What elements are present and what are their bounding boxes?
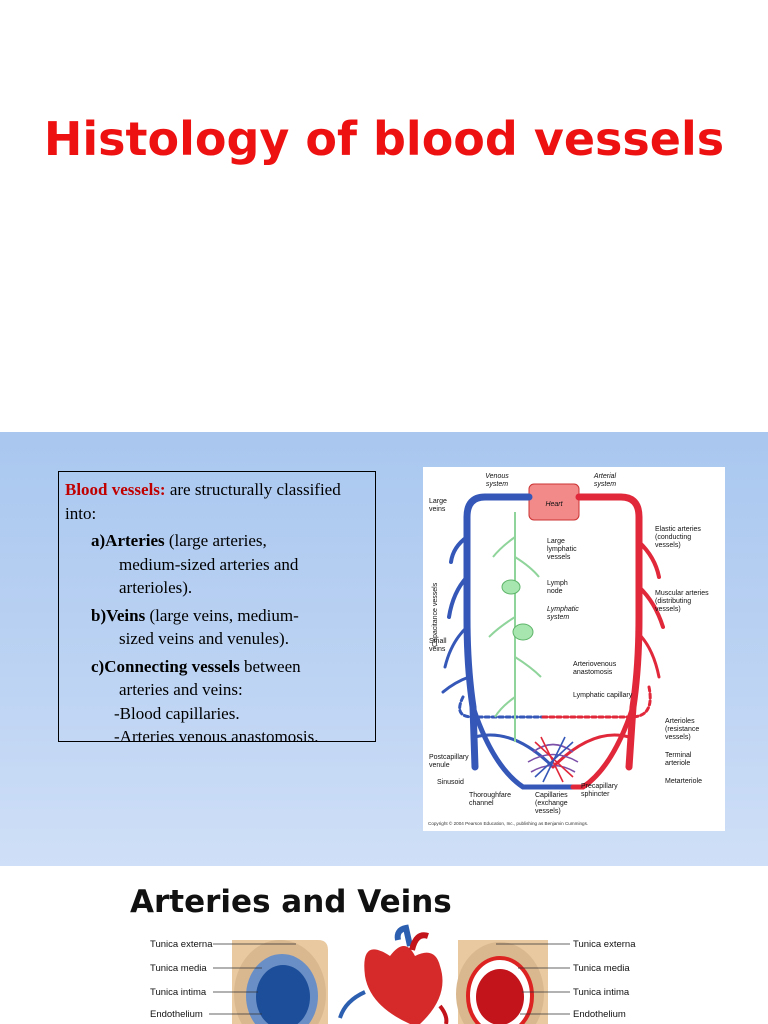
large-lymphatic-label-3: vessels [547,554,571,561]
vessel-crosssection-svg: Tunica externa Tunica media Tunica intim… [150,924,636,1024]
venous-system-label-2: system [486,481,508,488]
veins-label: b) [91,605,107,625]
right-label-externa: Tunica externa [573,939,636,950]
arteries-continued: medium-sized arteries and arterioles). [119,554,299,598]
arteries-text: (large arteries, [164,531,267,550]
heart-label: Heart [545,501,563,508]
connecting-label: c) [91,656,105,676]
left-label-intima: Tunica intima [150,987,207,998]
circulation-svg: Heart [428,473,709,826]
heart-vessel-red [409,932,429,951]
lymph-node-shape [512,623,534,641]
left-label-externa: Tunica externa [150,939,213,950]
intro-text: are structurally classified into: [65,480,341,523]
arteries-veins-slide: Arteries and Veins Tunica externa Tuni [0,866,768,1024]
arrow-to-vein [438,1004,449,1024]
postcapillary-label-2: venule [429,762,450,769]
large-veins-label-2: veins [429,506,446,513]
lymph-node-label-2: node [547,588,563,595]
capillary-bed [527,736,579,783]
elastic-arteries-label-1: Elastic arteries [655,526,701,533]
right-label-intima: Tunica intima [573,987,630,998]
small-veins-label-1: Small [429,638,447,645]
bullet-capillaries: ‑Blood capillaries. [114,703,240,723]
left-label-endothelium: Endothelium [150,1009,203,1020]
av-anastomosis-label-2: anastomosis [573,669,613,676]
title-slide: Histology of blood vessels [0,0,768,432]
sinusoid-label: Sinusoid [437,779,464,786]
lymphatic-system-label-2: system [547,614,569,621]
heart-shape [528,483,580,521]
elastic-arteries-label-3: vessels) [655,542,681,549]
lymphatic-system-label-1: Lymphatic [547,606,579,613]
veins-continued: sized veins and venules). [119,629,289,648]
av-anastomosis-label-1: Arteriovenous [573,661,617,668]
intro-paragraph: Blood vessels: are structurally classifi… [65,478,369,525]
intro-bold: Blood vessels: [65,480,166,499]
precapillary-label-1: Precapillary [581,783,618,790]
large-lymphatic-label-2: lymphatic [547,546,577,553]
bullet-text: Blood capillaries. [119,703,240,723]
metarteriole-label: Metarteriole [665,778,702,785]
copyright-text: Copyright © 2004 Pearson Education, Inc.… [428,820,588,826]
arterioles-label-3: vessels) [665,734,691,741]
classification-textbox: Blood vessels: are structurally classifi… [58,471,376,746]
arterial-system-label-1: Arterial [593,473,617,480]
elastic-arteries-label-2: (conducting [655,534,691,541]
large-lymphatic-label-1: Large [547,538,565,545]
capillaries-label-2: (exchange [535,800,568,807]
bullet-anastomosis: ‑Arteries venous anastomosis. [114,727,319,746]
arteries-label: a) [91,531,106,550]
small-veins-label-2: veins [429,646,446,653]
connecting-item: c)Connecting vessels between [65,655,369,679]
heart-vessel-blue [394,924,413,947]
arteries-bold: Arteries [105,531,165,550]
heart-icon [364,946,443,1024]
lymph-node-shape [501,579,521,595]
right-label-media: Tunica media [573,963,630,974]
connecting-bold: Connecting vessels [104,656,240,676]
slide-title: Histology of blood vessels [43,112,725,166]
large-veins-label-1: Large [429,498,447,505]
circulation-diagram: Heart [423,467,725,831]
precapillary-label-2: sphincter [581,791,610,798]
arterial-system-label-2: system [594,481,616,488]
vein-lumen [476,969,524,1024]
connecting-text: between [239,656,301,676]
artery-lumen [256,965,310,1024]
classification-slide: Blood vessels: are structurally classifi… [0,432,768,866]
terminal-arteriole-label-1: Terminal [665,752,692,759]
muscular-arteries-label-2: (distributing [655,598,691,605]
postcapillary-label-1: Postcapillary [429,754,469,761]
thoroughfare-label-1: Thoroughfare [469,792,511,799]
slide3-title: Arteries and Veins [130,884,452,920]
veins-text: (large veins, medium- [145,605,299,625]
muscular-arteries-label-1: Muscular arteries [655,590,709,597]
arterioles-label-2: (resistance [665,726,699,733]
lymph-node-label-1: Lymph [547,580,568,587]
terminal-arteriole-label-2: arteriole [665,760,690,767]
capillaries-label-1: Capillaries [535,792,568,799]
arterioles-label-1: Arterioles [665,718,695,725]
venous-system-label-1: Venous [485,473,509,480]
bullet-text: Arteries venous anastomosis. [119,727,319,746]
label-leaders [209,943,570,1015]
arterial-vessels [541,493,665,790]
connecting-continued: arteries and veins: [119,680,243,699]
right-label-endothelium: Endothelium [573,1009,626,1020]
venous-vessels [441,493,576,790]
arteries-item: a)Arteries (large arteries, [65,529,369,553]
left-label-media: Tunica media [150,963,207,974]
muscular-arteries-label-3: vessels) [655,606,681,613]
capillaries-label-3: vessels) [535,808,561,815]
thoroughfare-label-2: channel [469,800,494,807]
arrow-to-artery [338,990,366,1019]
capacitance-label: Capacitance vessels [432,582,439,647]
veins-bold: Veins [106,605,146,625]
veins-item: b)Veins (large veins, medium- [65,604,369,628]
lymphatic-capillary-label: Lymphatic capillary [573,692,633,699]
